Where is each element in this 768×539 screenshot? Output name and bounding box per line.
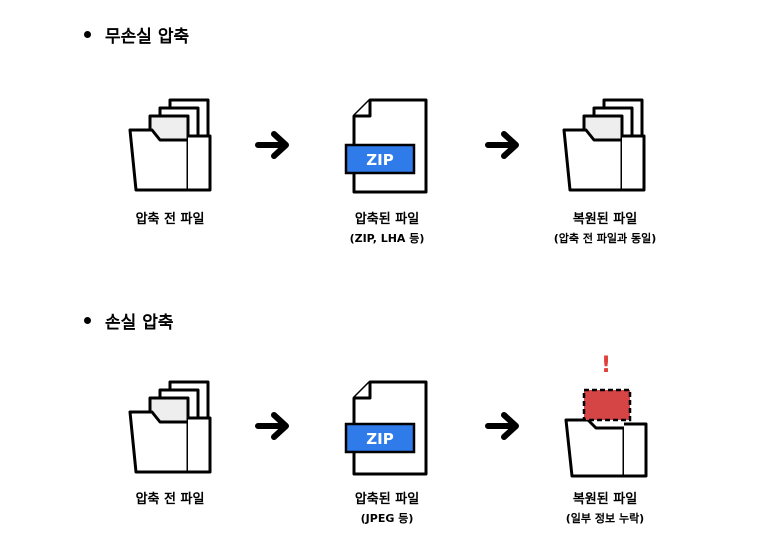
zip-badge-label: ZIP [366,151,394,169]
alert-icon: ! [600,353,612,378]
step-label: 압축된 파일 (ZIP, LHA 등) [349,212,425,245]
zip-file-icon [344,98,428,194]
section-title-lossy: 손실 압축 [84,308,173,333]
arrow-right-icon [255,131,289,159]
zip-file-icon [344,380,428,476]
folder-with-files-icon [562,98,646,192]
step-label: 압축된 파일 (JPEG 등) [354,492,420,525]
step-label: 복원된 파일 (압축 전 파일과 동일) [553,212,657,245]
arrow-right-icon [485,412,519,440]
zip-badge-label: ZIP [366,430,394,448]
arrow-right-icon [255,412,289,440]
folder-missing-data-icon [564,388,648,478]
step-label: 복원된 파일 (일부 정보 누락) [565,492,645,525]
bullet-icon [84,317,91,324]
folder-with-files-icon [128,98,212,192]
arrow-right-icon [485,131,519,159]
section-title-lossless: 무손실 압축 [84,22,189,47]
step-label: 압축 전 파일 [135,212,205,227]
step-label: 압축 전 파일 [135,492,205,507]
folder-with-files-icon [128,380,212,474]
bullet-icon [84,31,91,38]
